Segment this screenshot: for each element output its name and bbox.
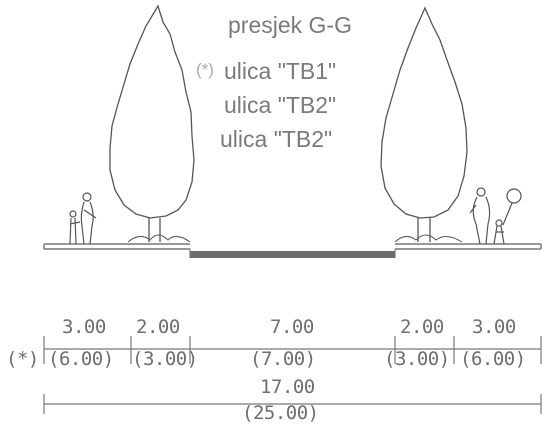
dim-sidewalk-right: 3.00 [472,316,516,338]
dimension-lines [43,336,542,414]
pedestrians-left [69,192,97,245]
roadway [189,249,396,258]
dim-alt-roadway: (7.00) [250,348,316,370]
street-label-marker: (*) [196,60,214,79]
dim-total-alt: (25.00) [242,402,319,424]
dim-roadway: 7.00 [270,316,314,338]
dim-green-right: 2.00 [400,316,444,338]
ground-line [43,243,542,250]
pedestrians-right [469,187,522,245]
dim-alt-green-right: (3.00) [384,348,450,370]
dim-total: 17.00 [260,376,315,398]
tree-right [380,6,468,243]
dim-alt-sidewalk-right: (6.00) [460,348,526,370]
dim-alt-sidewalk-left: (6.00) [48,348,114,370]
dim-green-left: 2.00 [136,316,180,338]
street-label-2: ulica "TB2" [224,92,337,118]
dim-sidewalk-left: 3.00 [62,316,106,338]
section-title: presjek G-G [228,12,352,38]
tree-left [109,4,195,243]
street-label-3: ulica "TB2" [220,126,333,152]
dim-alt-green-left: (3.00) [132,348,198,370]
dim-marker: (*) [6,348,39,370]
street-label-1: ulica "TB1" [224,58,337,84]
